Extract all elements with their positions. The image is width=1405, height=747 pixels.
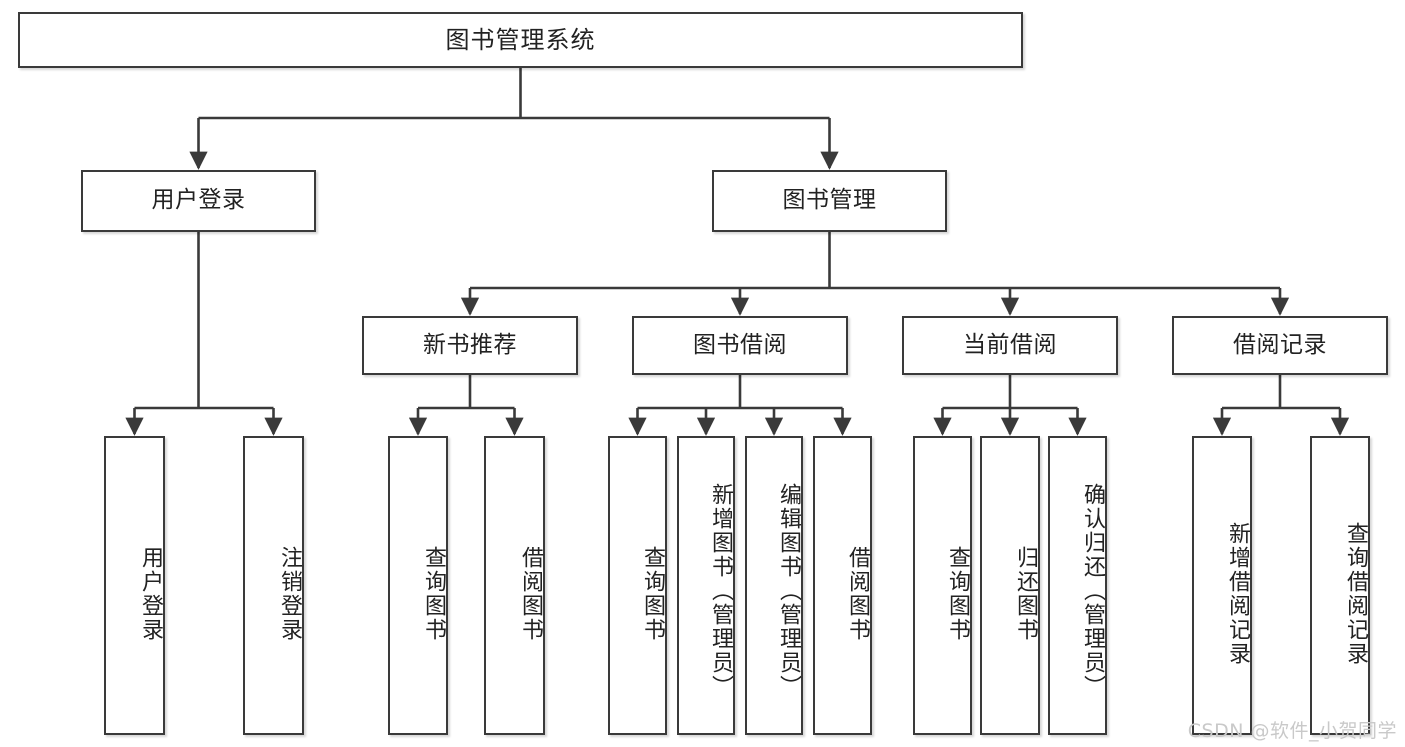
watermark-csdn: CSDN @软件_小贺同学 [1187, 720, 1397, 742]
node-user-login[interactable]: 用户登录 [81, 170, 316, 232]
node-book-manage-label: 图书管理 [782, 187, 877, 214]
node-user-login-label: 用户登录 [151, 187, 246, 214]
node-book-borrow-label: 图书借阅 [693, 331, 787, 358]
node-borrow-record[interactable]: 借阅记录 [1172, 316, 1388, 375]
node-leaf-query-book-recommend-label: 查询图书 [421, 545, 446, 642]
node-leaf-query-borrow-record[interactable]: 查询借阅记录 [1310, 436, 1370, 735]
node-root[interactable]: 图书管理系统 [18, 12, 1023, 68]
node-leaf-confirm-return[interactable]: 确认归还（管理员） [1048, 436, 1107, 735]
node-leaf-borrow-book-recommend-label: 借阅图书 [518, 545, 543, 642]
node-leaf-add-borrow-record-label: 新增借阅记录 [1225, 521, 1250, 666]
node-leaf-add-book-label: 新增图书（管理员） [708, 482, 733, 699]
node-root-label: 图书管理系统 [445, 25, 596, 54]
node-leaf-query-book-borrow[interactable]: 查询图书 [608, 436, 667, 735]
node-leaf-borrow-book-borrow[interactable]: 借阅图书 [813, 436, 872, 735]
node-leaf-query-borrow-record-label: 查询借阅记录 [1343, 521, 1368, 666]
node-leaf-query-book-borrow-label: 查询图书 [640, 545, 665, 642]
node-book-manage[interactable]: 图书管理 [712, 170, 947, 232]
node-leaf-query-book-recommend[interactable]: 查询图书 [388, 436, 448, 735]
node-leaf-borrow-book-borrow-label: 借阅图书 [845, 545, 870, 642]
node-leaf-query-book-current[interactable]: 查询图书 [913, 436, 972, 735]
node-current-borrow-label: 当前借阅 [963, 331, 1057, 358]
node-leaf-user-login-label: 用户登录 [138, 545, 163, 642]
node-leaf-add-borrow-record[interactable]: 新增借阅记录 [1192, 436, 1252, 735]
node-book-borrow[interactable]: 图书借阅 [632, 316, 848, 375]
node-new-book-recommend-label: 新书推荐 [423, 331, 517, 358]
node-leaf-edit-book[interactable]: 编辑图书（管理员） [745, 436, 803, 735]
node-leaf-logout-label: 注销登录 [277, 545, 302, 642]
node-leaf-return-book-label: 归还图书 [1013, 545, 1038, 642]
node-leaf-user-login[interactable]: 用户登录 [104, 436, 165, 735]
node-leaf-query-book-current-label: 查询图书 [945, 545, 970, 642]
node-leaf-edit-book-label: 编辑图书（管理员） [776, 482, 801, 699]
node-borrow-record-label: 借阅记录 [1233, 331, 1327, 358]
node-new-book-recommend[interactable]: 新书推荐 [362, 316, 578, 375]
node-leaf-borrow-book-recommend[interactable]: 借阅图书 [484, 436, 545, 735]
node-leaf-confirm-return-label: 确认归还（管理员） [1080, 482, 1105, 699]
node-leaf-logout[interactable]: 注销登录 [243, 436, 304, 735]
node-current-borrow[interactable]: 当前借阅 [902, 316, 1118, 375]
node-leaf-return-book[interactable]: 归还图书 [980, 436, 1040, 735]
node-leaf-add-book[interactable]: 新增图书（管理员） [677, 436, 735, 735]
